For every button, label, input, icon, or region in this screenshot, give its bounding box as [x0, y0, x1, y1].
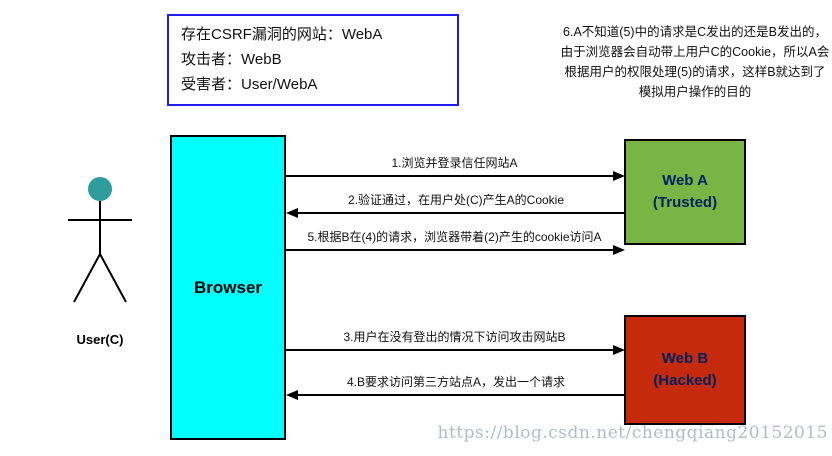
web-b-node: Web B (Hacked) — [624, 315, 746, 425]
info-line-attacker: 攻击者：WebB — [181, 50, 282, 68]
arrow-step-1-label: 1.浏览并登录信任网站A — [391, 156, 518, 170]
info-line-site: 存在CSRF漏洞的网站：WebA — [181, 26, 383, 43]
web-a-sublabel: (Trusted) — [652, 194, 718, 211]
arrow-step-4-label: 4.B要求访问第三方站点A，发出一个请求 — [346, 375, 566, 389]
arrow-step-1: 1.浏览并登录信任网站A — [286, 155, 625, 181]
arrow-step-3-label: 3.用户在没有登出的情况下访问攻击网站B — [343, 330, 566, 344]
arrow-step-1-line — [286, 171, 625, 181]
browser-node: Browser — [170, 135, 286, 440]
arrow-step-5: 5.根据B在(4)的请求，浏览器带着(2)产生的cookie访问A — [286, 229, 625, 255]
arrow-step-2-line — [286, 208, 624, 218]
arrow-step-5-label: 5.根据B在(4)的请求，浏览器带着(2)产生的cookie访问A — [307, 230, 602, 244]
arrow-step-4-line — [286, 390, 624, 400]
watermark-url: https://blog.csdn.net/chengqiang20152015 — [437, 423, 828, 443]
arrow-step-2: 2.验证通过，在用户处(C)产生A的Cookie — [286, 192, 624, 218]
info-line-victim: 受害者：User/WebA — [181, 75, 318, 93]
web-b-label: Web B — [661, 350, 709, 368]
web-b-sublabel: (Hacked) — [653, 372, 717, 389]
arrow-step-2-label: 2.验证通过，在用户处(C)产生A的Cookie — [347, 193, 565, 207]
user-label: User(C) — [76, 332, 124, 347]
web-a-node: Web A (Trusted) — [624, 139, 746, 245]
user-head — [88, 177, 112, 201]
arrow-step-3-line — [286, 345, 625, 355]
user-stick-figure-icon — [68, 177, 132, 303]
browser-label: Browser — [193, 277, 263, 297]
info-box: 存在CSRF漏洞的网站：WebA 攻击者：WebB 受害者：User/WebA — [167, 14, 459, 107]
note-step-6: 6.A不知道(5)中的请求是C发出的还是B发出的，由于浏览器会自动带上用户C的C… — [560, 25, 830, 99]
arrow-step-5-line — [286, 245, 625, 255]
arrow-step-3: 3.用户在没有登出的情况下访问攻击网站B — [286, 329, 625, 355]
web-a-label: Web A — [662, 172, 708, 190]
arrow-step-4: 4.B要求访问第三方站点A，发出一个请求 — [286, 374, 624, 400]
